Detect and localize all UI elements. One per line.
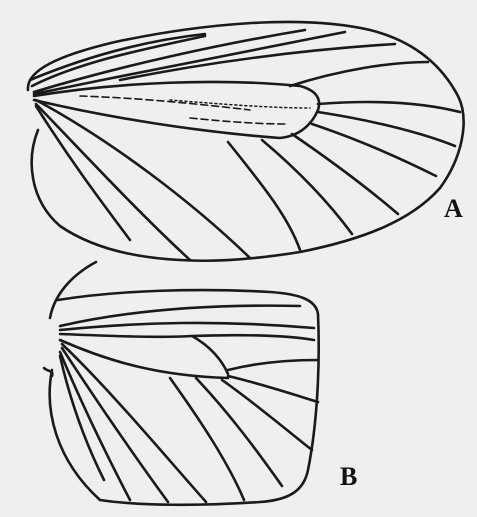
forewing-cubitus-1 [292,134,398,214]
forewing-radius-4 [290,62,428,86]
hindwing-median-3 [222,380,312,450]
forewing-anal-1 [36,100,250,258]
hindwing-radius [60,323,314,330]
hindwing-cell-crossvein [192,335,314,340]
hindwing-anal-2 [62,348,168,502]
hindwing-drawing [44,262,319,505]
forewing-drawing [28,22,464,261]
hindwing-frenulum [50,262,96,318]
panel-label-a: A [444,196,463,222]
forewing-median-3 [312,124,436,176]
hindwing-anal-4 [60,356,104,480]
hindwing-anal-1 [62,344,206,502]
forewing-discal-cell-lower [34,100,318,138]
hindwing-median-1 [228,360,318,370]
hindwing-discal-cell-lower [60,340,228,378]
forewing-median-1 [318,102,460,112]
forewing-median-2 [318,112,455,146]
hindwing-cubitus-2 [170,378,244,500]
panel-label-b: B [340,464,357,490]
hindwing-cubitus-1 [196,378,282,486]
forewing-anal-2 [36,104,190,260]
forewing-cubitus-3 [228,142,300,250]
forewing-cell-dashed-vein-2 [190,118,286,124]
forewing-cell-dashed-vein [80,96,250,110]
forewing-cubitus-2 [262,140,352,234]
forewing-inner-margin [32,130,180,260]
hindwing-anal-3 [60,352,130,500]
hindwing-median-2 [228,376,318,402]
